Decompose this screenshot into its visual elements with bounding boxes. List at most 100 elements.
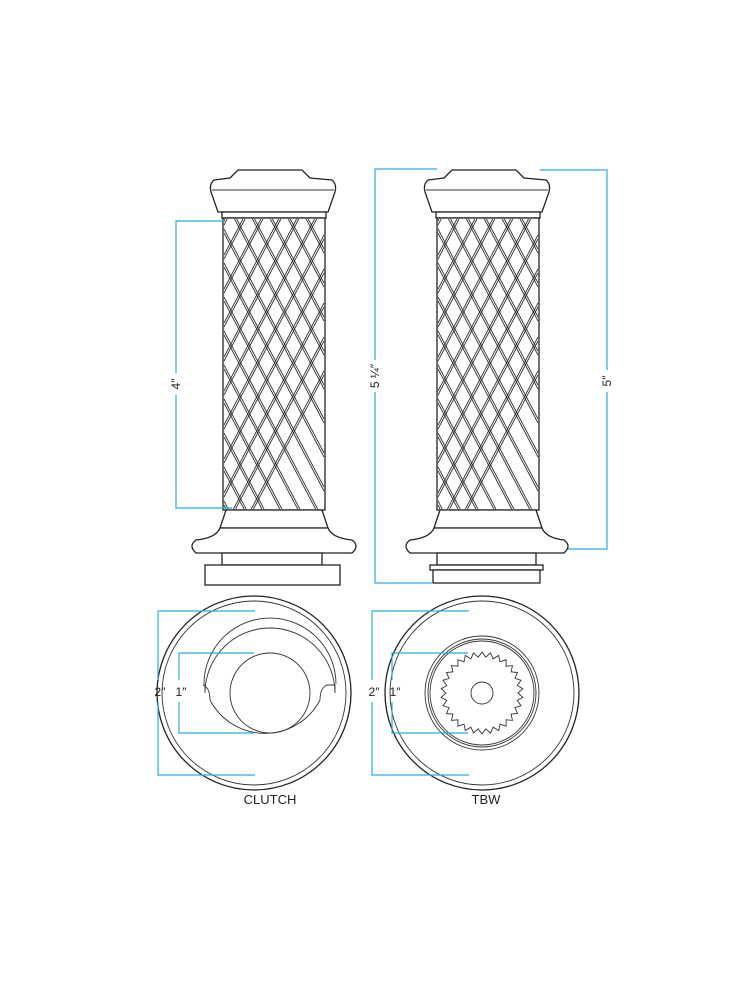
dimension-label-outer: 2″	[369, 685, 381, 699]
lattice-line	[289, 218, 325, 284]
lattice-line	[223, 218, 315, 392]
dimension-tbw-overall-length: 5 ¼″	[368, 168, 437, 584]
lattice-line	[437, 504, 441, 510]
clutch-label: CLUTCH	[244, 792, 297, 807]
lattice-line	[437, 300, 539, 492]
neck	[221, 552, 323, 566]
lattice-line	[223, 234, 325, 426]
clutch-slot	[202, 627, 336, 734]
throttle-ring	[432, 569, 541, 584]
lattice-line	[437, 234, 539, 426]
lattice-line	[447, 336, 539, 510]
spline-gear	[440, 651, 524, 735]
lattice-line	[437, 500, 443, 510]
lattice-line	[223, 436, 263, 510]
lattice-line	[223, 218, 318, 396]
lattice-line	[252, 218, 325, 356]
dimension-label: 4″	[169, 378, 183, 390]
lattice-line	[437, 218, 478, 294]
lattice-line	[305, 218, 325, 254]
collar	[433, 509, 543, 529]
end-cap	[209, 169, 337, 213]
lattice-line	[234, 218, 325, 390]
lattice-line	[223, 364, 301, 510]
lattice-line	[223, 232, 325, 424]
lattice-line	[236, 218, 325, 386]
dimension-label: 5″	[600, 375, 614, 387]
lattice-line	[223, 402, 281, 510]
end-cap	[423, 169, 551, 213]
lattice-line	[223, 218, 280, 324]
lattice-line	[448, 218, 539, 390]
lattice-line	[223, 218, 262, 290]
dimension-clutch-length: 4″	[169, 220, 232, 509]
lattice-line	[437, 402, 495, 510]
lattice-line	[223, 266, 325, 458]
lattice-line	[437, 218, 442, 226]
lattice-line	[501, 218, 539, 288]
lattice-line	[250, 370, 325, 510]
lattice-line	[437, 436, 477, 510]
lattice-line	[235, 340, 325, 510]
lattice-line	[437, 218, 532, 396]
lattice-line	[437, 266, 539, 458]
lattice-line	[437, 218, 458, 256]
lattice-line	[466, 218, 539, 356]
lattice-line	[223, 398, 283, 510]
lattice-line	[223, 218, 300, 362]
tbw-end-view	[384, 595, 580, 791]
lattice-line	[483, 218, 539, 322]
lattice-line	[437, 218, 440, 222]
lattice-line	[437, 302, 539, 494]
lattice-line	[269, 218, 325, 322]
lattice-line	[223, 218, 244, 256]
lattice-line	[437, 218, 514, 362]
lattice-line	[437, 334, 530, 510]
lattice-line	[503, 218, 539, 284]
lattice-line	[223, 466, 247, 510]
neck	[436, 552, 537, 566]
dimension-label-inner: 1″	[390, 685, 402, 699]
lattice-line	[467, 374, 539, 510]
lattice-line	[253, 374, 325, 510]
lattice-line	[272, 218, 325, 318]
lattice-line	[464, 370, 539, 510]
dimension-label-outer: 2″	[155, 685, 167, 699]
lattice-line	[449, 340, 539, 510]
lattice-line	[437, 368, 513, 510]
lattice-line	[437, 398, 497, 510]
dimension-tbw-diameters: 2″ 1″	[369, 610, 469, 776]
flange	[405, 527, 569, 554]
lattice-line	[223, 238, 325, 430]
lattice-line	[437, 232, 539, 424]
lattice-line	[223, 334, 316, 510]
lattice-line	[437, 218, 494, 324]
collar	[219, 509, 329, 529]
lattice-line	[223, 218, 282, 328]
lattice-line	[287, 218, 325, 288]
lattice-line	[450, 218, 539, 386]
lattice-line	[437, 268, 539, 460]
lattice-line	[437, 306, 539, 498]
lattice-line	[223, 272, 325, 464]
lattice-line	[223, 300, 325, 492]
lattice-line	[223, 470, 245, 510]
lattice-line	[519, 218, 539, 254]
lattice-line	[437, 238, 539, 430]
lattice-line	[233, 336, 325, 510]
lattice-line	[437, 218, 496, 328]
tbw-label: TBW	[472, 792, 502, 807]
lattice-line	[223, 218, 298, 358]
clutch-end-view	[156, 595, 352, 791]
dimension-clutch-diameters: 2″ 1″	[155, 610, 255, 776]
clutch-grip-side-view	[191, 169, 357, 586]
lattice-line	[223, 218, 246, 260]
lattice-line	[437, 218, 512, 358]
lattice-line	[437, 272, 539, 464]
throttle-ring	[204, 564, 341, 586]
dimension-label-inner: 1″	[176, 685, 188, 699]
lattice-line	[486, 218, 539, 318]
lattice-line	[437, 218, 460, 260]
lattice-line	[437, 466, 461, 510]
